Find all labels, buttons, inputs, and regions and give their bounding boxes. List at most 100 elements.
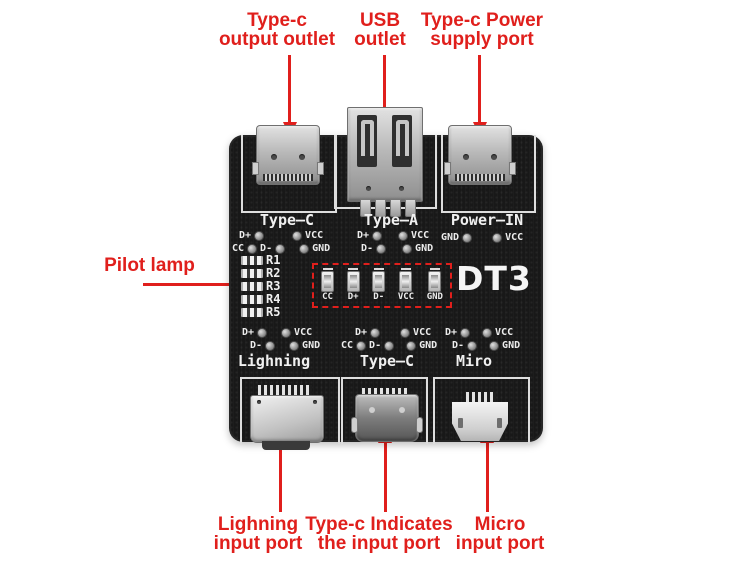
test-pad: [402, 244, 413, 254]
pin-label: VCC: [411, 230, 430, 241]
test-pad: [384, 341, 395, 351]
pin-label: GND: [415, 243, 434, 254]
pin-label: D+: [242, 327, 255, 338]
callout-pilot-lamp: Pilot lamp: [102, 256, 197, 275]
usb-a-leg: [390, 199, 401, 217]
pin-label: CC: [232, 243, 245, 254]
pilot-led: D+: [346, 268, 360, 303]
pin-group-type-a: D+ VCC D- GND: [357, 230, 433, 255]
connector-pins: [263, 174, 313, 181]
pin-label: D-: [452, 340, 465, 351]
test-pad: [462, 233, 473, 243]
callout-line: input port: [455, 533, 545, 554]
led-label: CC: [322, 292, 333, 302]
resistor-label: R3: [266, 279, 281, 293]
pin-row: GND VCC: [441, 232, 523, 244]
connector-slot: [458, 418, 463, 428]
pin-label: D+: [239, 230, 252, 241]
led-label: D-: [373, 292, 385, 302]
test-pad: [275, 244, 286, 254]
test-pad: [492, 233, 503, 243]
pin-label: CC: [341, 340, 354, 351]
led-body: [372, 271, 386, 292]
arrow-line: [143, 283, 303, 286]
pilot-led: D-: [372, 268, 386, 303]
pin-group-power-in: GND VCC: [441, 232, 523, 244]
callout-line: outlet: [354, 29, 406, 50]
pin-group-lightning: D+ VCC D- GND: [236, 327, 320, 352]
pin-label: D-: [369, 340, 382, 351]
silkscreen-outline: [341, 377, 428, 444]
callout-line: output outlet: [218, 29, 336, 50]
pin-row: D+ VCC: [242, 327, 320, 339]
pin-label: VCC: [305, 230, 324, 241]
usb-a-slot: [357, 115, 377, 167]
resistor-label: R4: [266, 292, 281, 306]
pin-label: VCC: [413, 327, 432, 338]
connector-hole: [299, 154, 305, 160]
board-model-text: DT3: [456, 259, 532, 298]
connector-hole: [271, 154, 277, 160]
resistor-row: R3: [241, 279, 281, 293]
pin-group-micro: D+ VCC D- GND: [445, 327, 520, 352]
connector-hole: [257, 400, 261, 404]
test-pad: [356, 341, 367, 351]
lightning-connector-base: [262, 441, 310, 450]
usb-a-connector: [347, 107, 423, 202]
connector-tab: [509, 162, 516, 175]
pin-label: VCC: [294, 327, 313, 338]
connector-tab: [252, 162, 259, 175]
pin-label: GND: [502, 340, 521, 351]
test-pad: [376, 244, 387, 254]
callout-lightning-input: Lighning input port: [178, 515, 338, 553]
resistor-row: R1: [241, 253, 280, 267]
led-body: [428, 271, 442, 292]
test-pad: [370, 328, 381, 338]
callout-micro-input: Micro input port: [420, 515, 580, 553]
pin-label: GND: [419, 340, 438, 351]
pin-group-type-c-top: D+ VCC CC D- GND: [232, 230, 330, 255]
pin-row: D+ VCC: [355, 327, 437, 339]
connector-tab: [444, 162, 451, 175]
connector-hole: [369, 407, 375, 413]
pin-label: VCC: [505, 232, 524, 243]
pin-label: D-: [260, 243, 273, 254]
pilot-led: VCC: [398, 268, 414, 303]
silkscreen-outline: [441, 135, 536, 213]
pin-label: GND: [302, 340, 321, 351]
led-body: [399, 271, 413, 292]
pcb-board: Type–C Type–A Power–IN D+ VCC CC D- GND: [229, 107, 543, 450]
lightning-input-connector: [250, 395, 324, 443]
led-label: VCC: [397, 292, 415, 302]
led-body: [346, 271, 360, 292]
silkscreen-outline: [240, 377, 340, 444]
usb-a-slot: [392, 115, 412, 167]
led-tick: [348, 268, 359, 270]
test-pad: [398, 231, 409, 241]
pin-label: GND: [312, 243, 331, 254]
port-label-type-c-bottom: Type–C: [359, 352, 415, 370]
callout-line: supply port: [430, 29, 534, 50]
callout-line: input port: [213, 533, 303, 554]
resistor-row: R4: [241, 292, 281, 306]
port-label-type-a: Type–A: [363, 211, 419, 229]
led-label: D+: [347, 292, 359, 302]
resistor-component: [241, 307, 263, 317]
resistor-component: [241, 281, 263, 291]
led-tick: [400, 268, 411, 270]
lightning-connector-pins: [258, 385, 312, 396]
connector-tab: [351, 417, 358, 433]
pin-label: GND: [441, 232, 460, 243]
usb-a-leg: [405, 199, 416, 217]
connector-tab: [317, 162, 324, 175]
pin-label: D+: [357, 230, 370, 241]
connector-hole: [463, 154, 469, 160]
arrow-line: [384, 443, 387, 512]
pin-label: D-: [361, 243, 374, 254]
led-tick: [373, 268, 384, 270]
pin-row: D+ VCC: [357, 230, 433, 242]
connector-hole: [366, 186, 371, 191]
port-label-micro: Miro: [455, 352, 493, 370]
test-pad: [254, 231, 265, 241]
